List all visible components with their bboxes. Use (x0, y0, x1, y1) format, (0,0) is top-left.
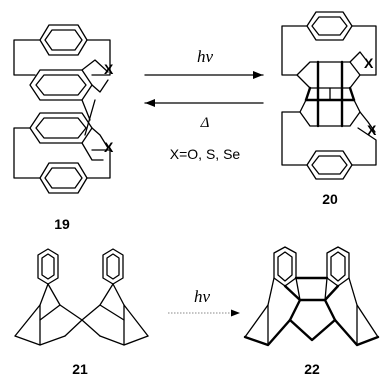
dashed-forward-arrow (168, 309, 240, 317)
reverse-arrow (144, 99, 264, 107)
compound-20-number: 20 (322, 191, 338, 207)
benzene-ring (39, 162, 88, 194)
hetero-atom-x-label: X (364, 55, 374, 71)
benzene-ring (306, 11, 353, 41)
benzene-ring (306, 150, 353, 180)
compound-20-structure (281, 11, 377, 180)
compound-19-number: 19 (54, 216, 70, 232)
hetero-atom-x-label: X (104, 139, 114, 155)
compound-21-number: 21 (72, 361, 88, 377)
compound-22-number: 22 (304, 361, 320, 377)
benzene-ring (326, 246, 350, 287)
hetero-atom-condition: X=O, S, Se (170, 146, 241, 162)
benzene-ring (29, 112, 93, 144)
benzene-ring (37, 248, 59, 285)
hetero-atom-x-label: X (367, 122, 377, 138)
benzene-ring (39, 24, 88, 56)
benzene-ring (29, 69, 93, 101)
benzene-ring (273, 246, 297, 287)
compound-21-structure (14, 248, 149, 346)
benzene-ring (102, 248, 124, 285)
compound-22-structure (243, 246, 380, 347)
top-reverse-condition-delta: Δ (200, 115, 210, 131)
forward-arrow (144, 71, 264, 79)
compound-19-structure (13, 24, 111, 194)
bottom-forward-condition-hv: hν (194, 287, 211, 306)
top-forward-condition-hv: hν (197, 47, 214, 66)
hetero-atom-x-label: X (104, 61, 114, 77)
